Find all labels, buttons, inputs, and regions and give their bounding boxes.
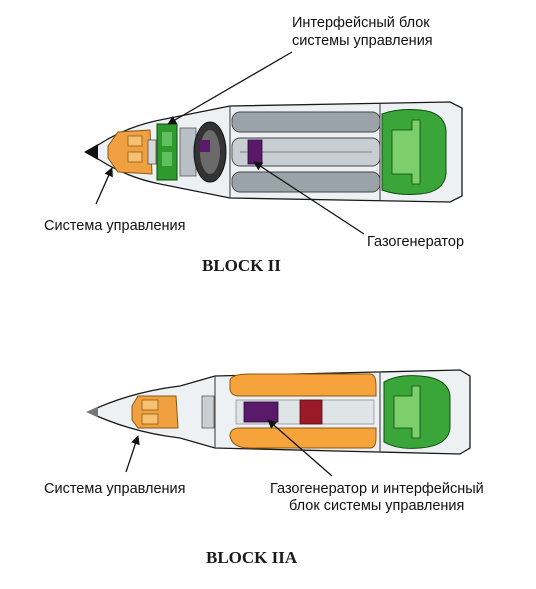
block2-guidance-leader (95, 167, 113, 205)
block2-guidance-label: Система управления (44, 218, 186, 234)
block2-tanks (231, 111, 381, 193)
block2-missile (84, 51, 463, 235)
block2a-nose-tip (86, 407, 98, 417)
block2-title: BLOCK II (202, 256, 281, 275)
block2-gasgen-label: Газогенератор (367, 234, 465, 250)
block2a-internals (201, 395, 215, 429)
block2a-gas-generator (243, 401, 279, 423)
block2a-guidance-system (131, 395, 179, 429)
block2-internals (179, 121, 227, 183)
block2a-missile (86, 369, 471, 477)
block2a-gasgen-leader (267, 419, 333, 477)
block2-gasgen-leader (253, 161, 365, 235)
block2a-guidance-leader (125, 435, 140, 473)
block2-guidance-system (107, 129, 157, 175)
block2-gas-generator (247, 139, 263, 165)
block2a-guidance-label: Система управления (44, 481, 186, 497)
block2a-gasgen-label-line1: Газогенератор и интерфейсный (270, 481, 484, 497)
block2a-interface-block (299, 399, 323, 425)
block2-interface-leader (167, 51, 293, 125)
block2-actuator (381, 109, 447, 195)
block2a-gasgen-label-line2: блок системы управления (289, 498, 465, 514)
block2a-title: BLOCK IIA (206, 548, 298, 567)
block2-interface-block (156, 123, 178, 181)
block2a-actuator (383, 375, 451, 449)
block2-nose-tip (84, 144, 98, 160)
block2-interface-label-line1: Интерфейсный блок (292, 15, 430, 31)
block2-interface-label-line2: системы управления (292, 33, 433, 49)
